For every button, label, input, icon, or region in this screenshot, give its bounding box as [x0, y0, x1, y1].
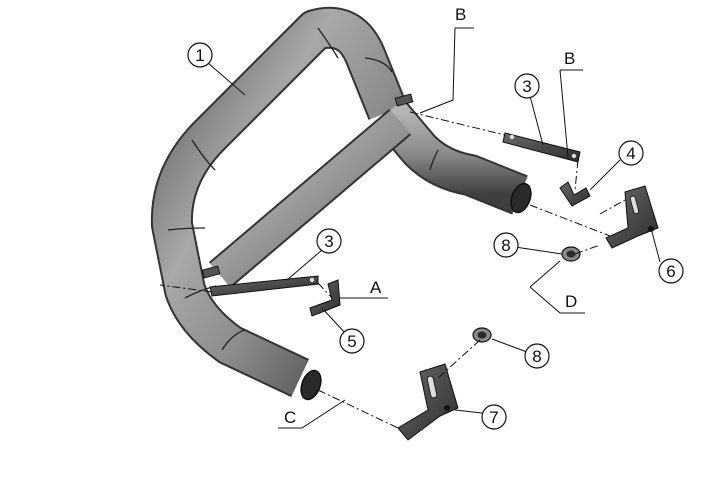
callout-5-label: 5: [347, 332, 356, 351]
callout-8-left: 8: [524, 343, 550, 369]
label-a: A: [370, 278, 382, 297]
label-c: C: [284, 408, 296, 427]
label-b-top: B: [455, 5, 466, 24]
bull-bar-tube: [150, 6, 532, 401]
callout-3-upper: 3: [514, 73, 540, 99]
angle-bracket-5: [309, 279, 341, 317]
label-b-right: B: [564, 49, 575, 68]
tube-end-left: [300, 369, 322, 401]
tube-tab-top: [394, 93, 414, 107]
mount-bracket-7: [397, 363, 459, 441]
callout-7-label: 7: [489, 408, 498, 427]
callout-3-upper-label: 3: [522, 77, 531, 96]
callout-8-left-label: 8: [532, 347, 541, 366]
angle-bracket-4: [559, 181, 591, 207]
callout-1: 1: [187, 42, 213, 68]
callout-5: 5: [339, 328, 365, 354]
callout-8-right: 8: [493, 232, 519, 258]
callout-8-right-label: 8: [501, 236, 510, 255]
callout-3-lower-label: 3: [324, 232, 333, 251]
strap-upper: [502, 132, 581, 163]
callout-6-label: 6: [666, 262, 675, 281]
callout-4-label: 4: [626, 144, 635, 163]
strap-lower: [209, 275, 319, 297]
leader-lines: [207, 27, 661, 429]
spacer-8-right: [561, 246, 581, 262]
label-d: D: [565, 292, 577, 311]
callout-7: 7: [481, 404, 507, 430]
tube-tab-left: [201, 265, 221, 279]
callout-4: 4: [618, 140, 644, 166]
callout-1-label: 1: [195, 46, 204, 65]
tube-end-right: [510, 182, 532, 214]
tube-seams: [167, 27, 439, 351]
mount-bracket-6: [605, 185, 659, 249]
assembly-lines: [159, 111, 626, 429]
callout-6: 6: [658, 258, 684, 284]
callout-3-lower: 3: [316, 228, 342, 254]
spacer-8-left: [472, 327, 492, 343]
